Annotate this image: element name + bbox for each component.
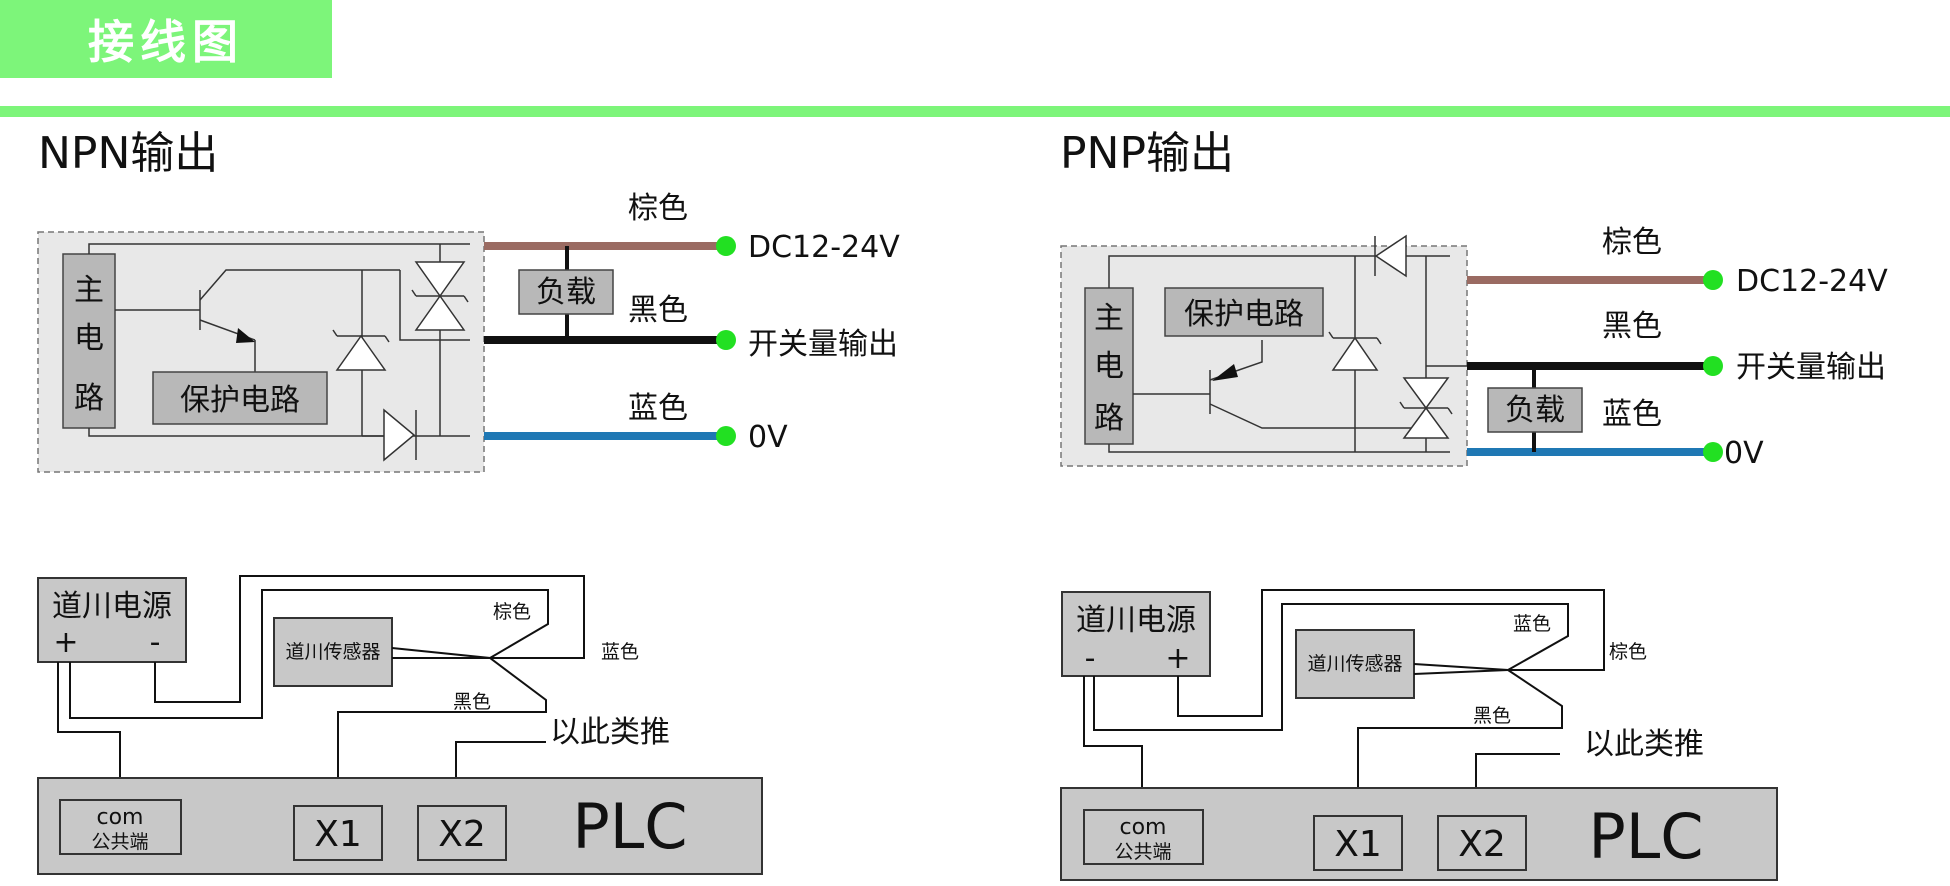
pnp-etc-label: 以此类推: [1584, 727, 1704, 762]
pnp-dc-label: DC12-24V: [1736, 264, 1888, 299]
npn-power-supply-label: 道川电源: [52, 589, 172, 624]
npn-sensor-label: 道川传感器: [285, 641, 380, 663]
pnp-x2-terminal: [1437, 815, 1527, 871]
pnp-x1-label: X1: [1334, 824, 1382, 865]
pnp-com-sub-label: 公共端: [1114, 841, 1171, 863]
npn-x2-terminal: [417, 805, 507, 861]
pnp-com-terminal: [1083, 809, 1204, 865]
pnp-protection-circuit-box: [1164, 287, 1324, 337]
pnp-out-label: 开关量输出: [1736, 350, 1886, 385]
npn-black-label: 黑色: [628, 293, 688, 328]
pnp-sensor-blue-label: 蓝色: [1513, 613, 1551, 635]
npn-brown-label: 棕色: [628, 191, 688, 226]
pnp-output-circuit: PNP输出 主 电 路 保护电路: [1060, 128, 1888, 471]
pnp-main-circuit-char2: 电: [1094, 349, 1124, 384]
header-title-tab: 接线图: [0, 0, 332, 78]
npn-plc-wires: [57, 575, 585, 778]
npn-output-diode: [362, 408, 417, 462]
npn-load-label: 负载: [536, 275, 596, 310]
npn-protection-circuit-box: [152, 371, 328, 425]
npn-sensor-brown-label: 棕色: [493, 601, 531, 623]
pnp-dc-terminal-dot: [1703, 270, 1723, 290]
npn-x1-terminal: [293, 805, 383, 861]
npn-output-circuit: NPN输出 主 电 路: [37, 128, 900, 473]
pnp-sensor-black-label: 黑色: [1473, 705, 1511, 727]
pnp-main-circuit-box: [1084, 287, 1134, 445]
npn-0v-terminal-dot: [716, 426, 736, 446]
pnp-main-circuit-char1: 主: [1094, 301, 1124, 336]
npn-dc-label: DC12-24V: [748, 230, 900, 265]
pnp-title: PNP输出: [1060, 128, 1234, 179]
npn-com-label: com: [97, 805, 144, 830]
pnp-x1-terminal: [1313, 815, 1403, 871]
pnp-brown-label: 棕色: [1602, 225, 1662, 260]
npn-main-circuit-char3: 路: [74, 381, 104, 416]
npn-zener-diode: [332, 329, 390, 371]
npn-sensor-black-label: 黑色: [453, 691, 491, 713]
pnp-plc-wiring: 道川电源 - + 道川传感器 蓝色 棕色 黑色 以此类推 com 公共端 X1 …: [1060, 589, 1778, 881]
pnp-psu-minus: -: [1085, 641, 1096, 676]
header-divider: [0, 106, 1950, 117]
npn-out-label: 开关量输出: [748, 327, 898, 362]
npn-com-terminal: [59, 799, 182, 855]
npn-0v-label: 0V: [748, 420, 788, 455]
pnp-plc-wires: [1083, 589, 1605, 788]
npn-main-circuit-char1: 主: [74, 273, 104, 308]
npn-tvs-diode: [411, 261, 469, 331]
pnp-0v-terminal-dot: [1703, 442, 1723, 462]
pnp-protection-circuit-label: 保护电路: [1184, 297, 1304, 332]
npn-main-circuit-char2: 电: [74, 321, 104, 356]
npn-plc-label: PLC: [572, 790, 687, 863]
pnp-transistor-emitter-arrow: [1212, 364, 1238, 381]
pnp-main-circuit-char3: 路: [1094, 401, 1124, 436]
npn-load-box: [518, 269, 614, 315]
npn-sensor-blue-label: 蓝色: [601, 641, 639, 663]
npn-title: NPN输出: [38, 128, 218, 179]
pnp-load-box: [1487, 387, 1583, 433]
npn-x2-label: X2: [438, 814, 486, 855]
npn-transistor-emitter-arrow: [236, 328, 255, 343]
npn-plc-wiring: 道川电源 + - 道川传感器 棕色 蓝色 黑色 以此类推 com 公共端 X1 …: [37, 575, 763, 875]
pnp-blue-label: 蓝色: [1602, 397, 1662, 432]
pnp-out-terminal-dot: [1703, 356, 1723, 376]
npn-out-terminal-dot: [716, 330, 736, 350]
pnp-zener-diode: [1328, 331, 1382, 371]
pnp-sensor-brown-label: 棕色: [1609, 641, 1647, 663]
pnp-psu-plus: +: [1165, 641, 1190, 676]
pnp-x2-label: X2: [1458, 824, 1506, 865]
pnp-power-supply-label: 道川电源: [1076, 603, 1196, 638]
pnp-load-label: 负载: [1505, 393, 1565, 428]
npn-main-circuit-box: [62, 253, 116, 429]
npn-sensor-box: [273, 617, 393, 687]
pnp-com-label: com: [1120, 815, 1167, 840]
npn-dc-terminal-dot: [716, 236, 736, 256]
npn-internal-wiring: [88, 243, 470, 437]
npn-x1-label: X1: [314, 814, 362, 855]
npn-power-supply-box: [37, 577, 187, 663]
pnp-internal-wiring: [1108, 255, 1470, 453]
npn-protection-circuit-label: 保护电路: [180, 383, 300, 418]
pnp-tvs-diode: [1399, 377, 1453, 439]
pnp-power-supply-box: [1061, 591, 1211, 677]
pnp-black-label: 黑色: [1602, 309, 1662, 344]
pnp-plc-label: PLC: [1588, 800, 1703, 873]
npn-psu-minus: -: [150, 625, 161, 660]
npn-blue-label: 蓝色: [628, 391, 688, 426]
npn-etc-label: 以此类推: [550, 715, 670, 750]
pnp-sensor-label: 道川传感器: [1307, 653, 1402, 675]
pnp-top-diode: [1374, 234, 1407, 278]
header-title: 接线图: [88, 15, 244, 69]
npn-psu-plus: +: [53, 625, 78, 660]
npn-com-sub-label: 公共端: [91, 831, 148, 853]
pnp-0v-label: 0V: [1724, 436, 1764, 471]
